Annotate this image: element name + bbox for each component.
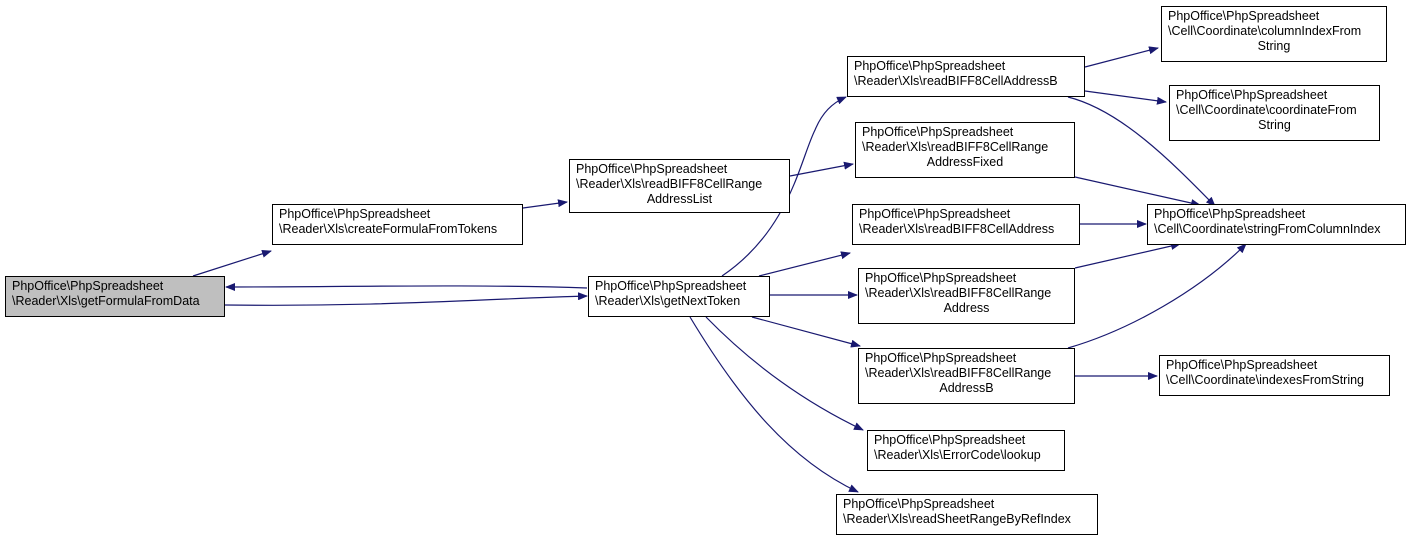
edge-getFormulaFromData-getNextToken xyxy=(224,292,588,306)
node-indexesFromString[interactable]: PhpOffice\PhpSpreadsheet \Cell\Coordinat… xyxy=(1159,355,1390,396)
node-readBIFF8CellRangeAddress-line2: \Reader\Xls\readBIFF8CellRange xyxy=(865,286,1052,300)
node-coordinateFromString-line2: \Cell\Coordinate\coordinateFrom xyxy=(1176,103,1357,117)
node-indexesFromString-line2: \Cell\Coordinate\indexesFromString xyxy=(1166,373,1365,387)
edge-readBIFF8CellRangeAddressB-stringFromColumnIndex xyxy=(1067,243,1247,349)
node-readBIFF8CellAddress-line2: \Reader\Xls\readBIFF8CellAddress xyxy=(859,222,1055,236)
node-readBIFF8CellAddressB[interactable]: PhpOffice\PhpSpreadsheet \Reader\Xls\rea… xyxy=(847,56,1085,97)
node-getNextToken-line1: PhpOffice\PhpSpreadsheet xyxy=(595,279,747,293)
edge-getNextToken-readBIFF8CellRangeAddressB xyxy=(751,316,861,348)
edge-readBIFF8CellRangeAddressFixed-stringFromColumnIndex xyxy=(1074,176,1201,207)
node-indexesFromString-line1: PhpOffice\PhpSpreadsheet xyxy=(1166,358,1318,372)
node-readBIFF8CellAddress-line1: PhpOffice\PhpSpreadsheet xyxy=(859,207,1011,221)
edge-getNextToken-getFormulaFromData xyxy=(225,282,588,291)
node-getFormulaFromData[interactable]: PhpOffice\PhpSpreadsheet \Reader\Xls\get… xyxy=(5,276,225,317)
node-readBIFF8CellRangeAddressB[interactable]: PhpOffice\PhpSpreadsheet \Reader\Xls\rea… xyxy=(858,348,1075,404)
node-getNextToken-line2: \Reader\Xls\getNextToken xyxy=(595,294,741,308)
node-coordinateFromString[interactable]: PhpOffice\PhpSpreadsheet \Cell\Coordinat… xyxy=(1169,85,1380,141)
node-columnIndexFromString-line2: \Cell\Coordinate\columnIndexFrom xyxy=(1168,24,1362,38)
node-readBIFF8CellRangeAddressFixed-line1: PhpOffice\PhpSpreadsheet xyxy=(862,125,1014,139)
node-readBIFF8CellRangeAddressB-line3: AddressB xyxy=(939,381,994,395)
node-createFormulaFromTokens-line2: \Reader\Xls\createFormulaFromTokens xyxy=(279,222,498,236)
node-readBIFF8CellAddressB-line2: \Reader\Xls\readBIFF8CellAddressB xyxy=(854,74,1058,88)
node-getFormulaFromData-line1: PhpOffice\PhpSpreadsheet xyxy=(12,279,164,293)
node-readBIFF8CellAddressB-line1: PhpOffice\PhpSpreadsheet xyxy=(854,59,1006,73)
node-readBIFF8CellAddress[interactable]: PhpOffice\PhpSpreadsheet \Reader\Xls\rea… xyxy=(852,204,1080,245)
node-getNextToken[interactable]: PhpOffice\PhpSpreadsheet \Reader\Xls\get… xyxy=(588,276,770,317)
node-readBIFF8CellRangeAddressList-line3: AddressList xyxy=(646,192,713,206)
node-columnIndexFromString-line3: String xyxy=(1257,39,1291,53)
node-getFormulaFromData-line2: \Reader\Xls\getFormulaFromData xyxy=(12,294,200,308)
node-coordinateFromString-line1: PhpOffice\PhpSpreadsheet xyxy=(1176,88,1328,102)
node-errorCodeLookup[interactable]: PhpOffice\PhpSpreadsheet \Reader\Xls\Err… xyxy=(867,430,1065,471)
edge-readBIFF8CellRangeAddressList-readBIFF8CellRangeAddressFixed xyxy=(789,161,854,177)
edge-readBIFF8CellAddressB-columnIndexFromString xyxy=(1084,46,1159,68)
node-readBIFF8CellRangeAddress-line3: Address xyxy=(943,301,990,315)
edge-getNextToken-errorCodeLookup xyxy=(705,316,864,431)
node-readBIFF8CellRangeAddressB-line2: \Reader\Xls\readBIFF8CellRange xyxy=(865,366,1052,380)
edge-readBIFF8CellAddressB-stringFromColumnIndex xyxy=(1067,96,1216,207)
edge-readBIFF8CellRangeAddress-stringFromColumnIndex xyxy=(1074,242,1181,269)
node-readSheetRangeByRefIndex-line1: PhpOffice\PhpSpreadsheet xyxy=(843,497,995,511)
node-readBIFF8CellRangeAddressFixed-line2: \Reader\Xls\readBIFF8CellRange xyxy=(862,140,1049,154)
node-readBIFF8CellRangeAddressList[interactable]: PhpOffice\PhpSpreadsheet \Reader\Xls\rea… xyxy=(569,159,790,213)
node-readSheetRangeByRefIndex[interactable]: PhpOffice\PhpSpreadsheet \Reader\Xls\rea… xyxy=(836,494,1098,535)
node-readBIFF8CellRangeAddressList-line1: PhpOffice\PhpSpreadsheet xyxy=(576,162,728,176)
node-coordinateFromString-line3: String xyxy=(1258,118,1291,132)
node-readBIFF8CellRangeAddressB-line1: PhpOffice\PhpSpreadsheet xyxy=(865,351,1017,365)
node-readBIFF8CellRangeAddress-line1: PhpOffice\PhpSpreadsheet xyxy=(865,271,1017,285)
node-readBIFF8CellRangeAddressList-line2: \Reader\Xls\readBIFF8CellRange xyxy=(576,177,763,191)
node-columnIndexFromString-line1: PhpOffice\PhpSpreadsheet xyxy=(1168,9,1320,23)
node-columnIndexFromString[interactable]: PhpOffice\PhpSpreadsheet \Cell\Coordinat… xyxy=(1161,6,1387,62)
node-stringFromColumnIndex-line2: \Cell\Coordinate\stringFromColumnIndex xyxy=(1154,222,1381,236)
node-errorCodeLookup-line2: \Reader\Xls\ErrorCode\lookup xyxy=(874,448,1041,462)
edge-getFormulaFromData-createFormulaFromTokens xyxy=(192,249,272,277)
node-readBIFF8CellRangeAddressFixed[interactable]: PhpOffice\PhpSpreadsheet \Reader\Xls\rea… xyxy=(855,122,1075,178)
node-createFormulaFromTokens[interactable]: PhpOffice\PhpSpreadsheet \Reader\Xls\cre… xyxy=(272,204,523,245)
node-readSheetRangeByRefIndex-line2: \Reader\Xls\readSheetRangeByRefIndex xyxy=(843,512,1071,526)
edge-readBIFF8CellAddressB-coordinateFromString xyxy=(1084,90,1167,105)
node-readBIFF8CellRangeAddress[interactable]: PhpOffice\PhpSpreadsheet \Reader\Xls\rea… xyxy=(858,268,1075,324)
node-stringFromColumnIndex-line1: PhpOffice\PhpSpreadsheet xyxy=(1154,207,1306,221)
node-readBIFF8CellRangeAddressFixed-line3: AddressFixed xyxy=(926,155,1004,169)
edge-getNextToken-readSheetRangeByRefIndex xyxy=(689,316,859,493)
node-errorCodeLookup-line1: PhpOffice\PhpSpreadsheet xyxy=(874,433,1026,447)
edge-getNextToken-readBIFF8CellAddress xyxy=(758,251,851,277)
edge-createFormulaFromTokens-readBIFF8CellRangeAddressList xyxy=(522,199,568,209)
node-createFormulaFromTokens-line1: PhpOffice\PhpSpreadsheet xyxy=(279,207,431,221)
edge-getNextToken-readBIFF8CellAddressB xyxy=(721,96,847,277)
node-stringFromColumnIndex[interactable]: PhpOffice\PhpSpreadsheet \Cell\Coordinat… xyxy=(1147,204,1406,245)
